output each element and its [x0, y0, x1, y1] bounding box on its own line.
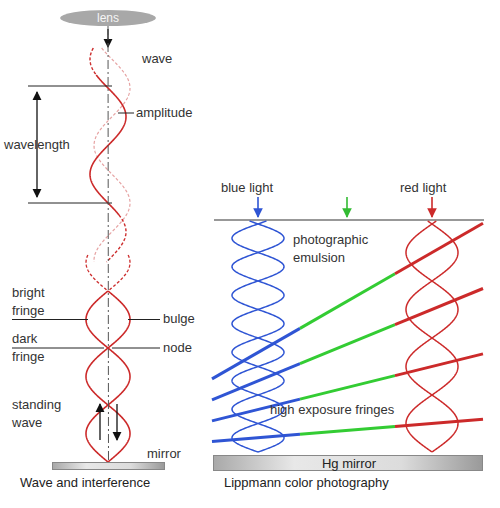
blue-standing-wave [232, 221, 284, 452]
fringe-red [395, 289, 483, 325]
fringe-green [300, 274, 395, 329]
mirror-bar: mirror [52, 462, 165, 470]
red-standing-wave [406, 221, 458, 452]
region-label: photographic emulsion [293, 231, 388, 267]
leader-line [12, 348, 104, 349]
exposure-fringes [212, 223, 483, 441]
leader-line [112, 348, 160, 349]
node-label: mirror [147, 446, 181, 462]
incoming-arrow [107, 29, 108, 47]
fringe-blue [212, 364, 300, 400]
fringe-blue [212, 434, 300, 441]
light-label: red light [400, 179, 446, 197]
part-label: wave [142, 50, 172, 68]
standing-wave-curve [86, 291, 130, 462]
node-label: Hg mirror [214, 456, 484, 472]
fringe-blue [212, 328, 300, 379]
leader-line [118, 113, 134, 114]
wave-curve [90, 48, 96, 75]
part-label: high exposure fringes [270, 401, 394, 419]
fringe-red [395, 223, 483, 274]
wave-curve [90, 75, 126, 215]
part-label: standing wave [12, 396, 74, 432]
lens-ellipse: lens [60, 10, 156, 26]
dimension-line [28, 203, 112, 204]
blue-standing-wave [232, 221, 284, 452]
light-arrow [431, 197, 433, 217]
leader-line [12, 319, 88, 320]
fringe-green [300, 325, 395, 364]
hg-mirror-bar: Hg mirror [213, 455, 483, 471]
emulsion-surface [214, 219, 484, 220]
fringe-red [395, 354, 483, 376]
part-label: bright fringe [12, 284, 62, 320]
caption-text: Wave and interference [20, 474, 150, 492]
fringe-red [395, 419, 483, 426]
optical-axis [108, 26, 109, 462]
light-arrow [346, 197, 348, 217]
wave-curve [107, 215, 126, 262]
direction-arrow [116, 404, 117, 440]
part-label: amplitude [136, 104, 192, 122]
standing-wave-curve [86, 255, 108, 291]
light-label: blue light [221, 179, 273, 197]
leader-line [128, 319, 160, 320]
red-standing-wave [406, 221, 458, 452]
part-label: dark fringe [12, 330, 62, 366]
caption-text: Lippmann color photography [224, 474, 389, 492]
standing-wave-curve [108, 255, 130, 291]
direction-arrow [99, 404, 100, 440]
lens-shape [60, 10, 156, 26]
part-label: bulge [163, 310, 195, 328]
dimension-line [28, 86, 112, 87]
standing-wave-curve [86, 291, 130, 462]
part-label: node [163, 339, 192, 357]
node-label: lens [60, 10, 156, 26]
fringe-green [300, 427, 395, 435]
dimension-label: wavelength [4, 136, 70, 154]
fringe-green [300, 376, 395, 400]
light-arrow [257, 197, 259, 217]
